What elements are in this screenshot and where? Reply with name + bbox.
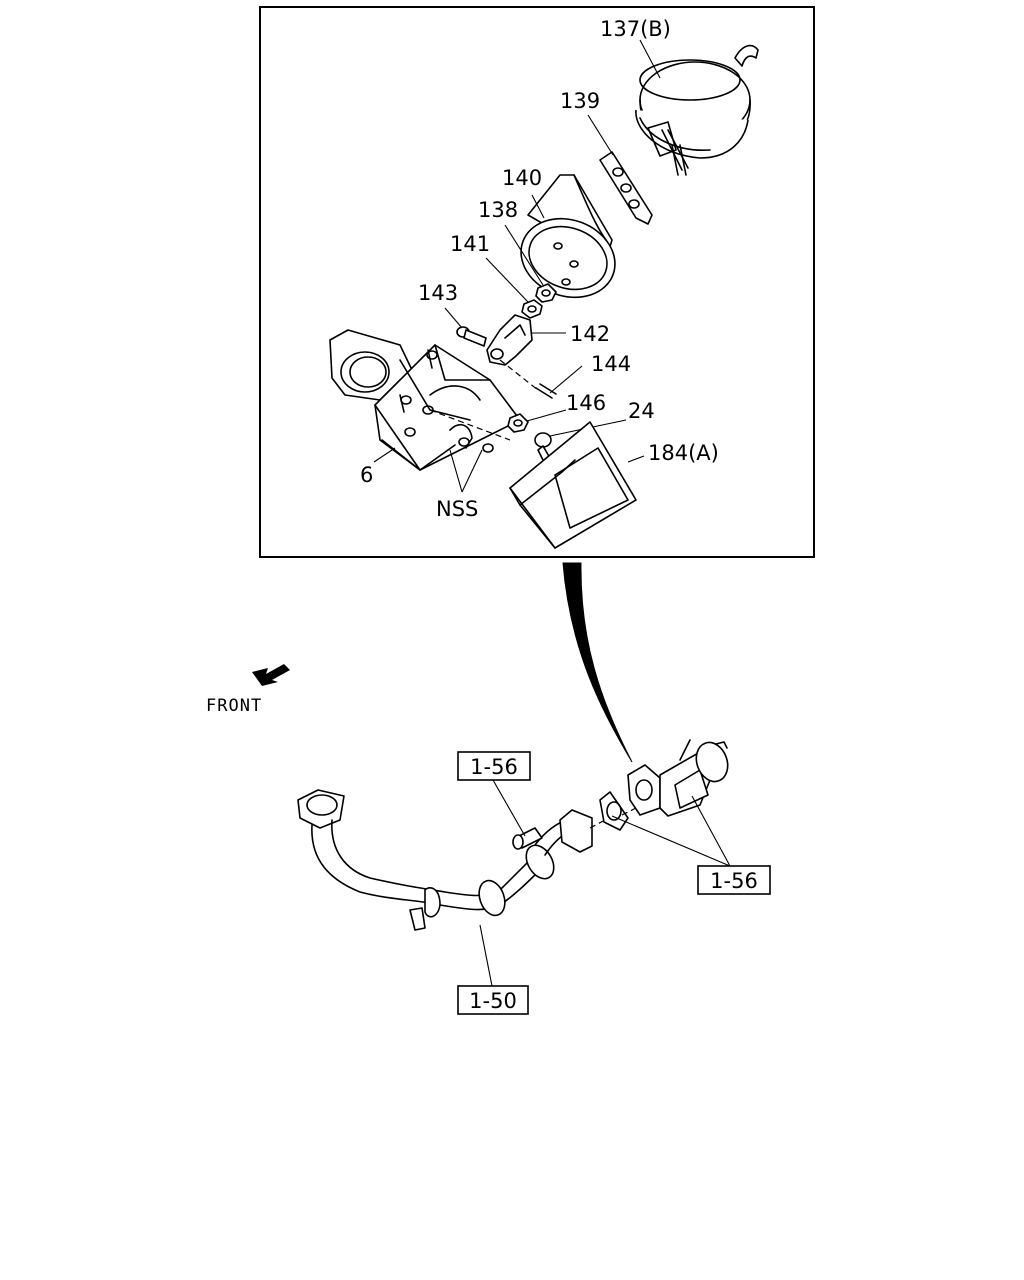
callout-142: 142 <box>570 322 610 346</box>
ref-right-text: 1-56 <box>710 869 758 893</box>
callout-6: 6 <box>360 463 373 487</box>
detail-connector <box>562 562 633 763</box>
part-146-nut <box>507 413 529 433</box>
part-139-gasket <box>599 151 653 225</box>
callout-138: 138 <box>478 198 518 222</box>
part-184-shield <box>509 421 637 549</box>
callout-184: 184(A) <box>648 441 719 465</box>
part-137-actuator <box>635 44 759 176</box>
ref-box-bottom: 1-50 <box>457 985 529 1015</box>
part-144-pin <box>535 383 557 399</box>
part-6-valve-body <box>329 329 521 471</box>
callout-137: 137(B) <box>600 17 671 41</box>
ref-bottom-text: 1-50 <box>469 989 517 1013</box>
detail-view <box>259 6 815 558</box>
part-138-nut <box>535 283 557 303</box>
front-label: FRONT <box>206 696 262 716</box>
part-140-shield <box>520 174 616 299</box>
callout-139: 139 <box>560 89 600 113</box>
ref-box-right: 1-56 <box>697 865 771 895</box>
nss-leaders <box>449 449 483 493</box>
callout-143: 143 <box>418 281 458 305</box>
front-arrow <box>252 664 290 686</box>
part-141-nut <box>521 299 543 319</box>
part-143-bolt <box>456 326 487 347</box>
part-142-lever <box>486 314 533 366</box>
callout-140: 140 <box>502 166 542 190</box>
callout-24: 24 <box>628 399 655 423</box>
callout-nss: NSS <box>436 497 478 521</box>
callout-141: 141 <box>450 232 490 256</box>
callout-146: 146 <box>566 391 606 415</box>
ref-top-text: 1-56 <box>470 755 518 779</box>
detail-frame <box>259 6 815 558</box>
callout-144: 144 <box>591 352 631 376</box>
exhaust-assembly <box>297 739 731 987</box>
ref-box-top: 1-56 <box>457 751 531 781</box>
